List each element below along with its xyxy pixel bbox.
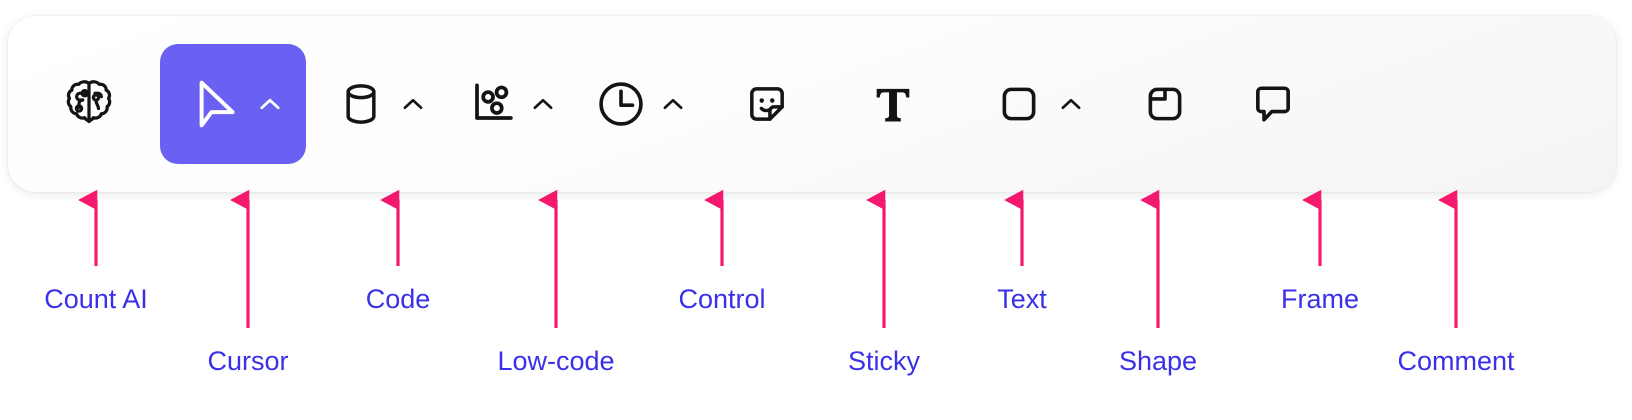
tool-button-shape[interactable] (982, 54, 1094, 154)
tool-button-comment[interactable] (1236, 54, 1310, 154)
tool-button-control[interactable] (584, 54, 696, 154)
chevron-up-icon-control[interactable] (656, 87, 690, 121)
annotation-label: Text (997, 284, 1047, 314)
brain-circuit-icon (58, 73, 120, 135)
speech-bubble-icon (1242, 73, 1304, 135)
annotation-label: Sticky (847, 346, 921, 376)
frame-icon (1134, 73, 1196, 135)
chevron-up-icon-cursor[interactable] (253, 87, 287, 121)
database-icon (330, 73, 392, 135)
annotation-label: Comment (1397, 346, 1515, 376)
scatter-plot-icon (460, 73, 522, 135)
annotation-label: Count AI (44, 284, 148, 314)
chevron-up-icon-low-code[interactable] (526, 87, 560, 121)
tool-button-text[interactable] (856, 54, 930, 154)
clock-icon (590, 73, 652, 135)
tool-button-code[interactable] (324, 54, 436, 154)
tool-button-low-code[interactable] (454, 54, 566, 154)
chevron-up-icon-code[interactable] (396, 87, 430, 121)
text-t-icon (862, 73, 924, 135)
chevron-up-icon-shape[interactable] (1054, 87, 1088, 121)
annotation-label: Control (678, 284, 766, 314)
annotation-label: Low-code (497, 346, 615, 376)
annotation-label: Code (365, 284, 431, 314)
tool-button-sticky[interactable] (730, 54, 804, 154)
annotation-label: Cursor (207, 346, 289, 376)
tool-button-count-ai[interactable] (52, 54, 126, 154)
cursor-arrow-icon (179, 69, 249, 139)
tool-button-frame[interactable] (1128, 54, 1202, 154)
sticky-note-icon (736, 73, 798, 135)
annotation-label: Frame (1280, 284, 1360, 314)
rounded-square-icon (988, 73, 1050, 135)
canvas-tool-palette (8, 16, 1616, 192)
annotation-arrows (78, 189, 1458, 328)
tool-button-cursor[interactable] (160, 44, 306, 164)
annotation-label: Shape (1118, 346, 1198, 376)
